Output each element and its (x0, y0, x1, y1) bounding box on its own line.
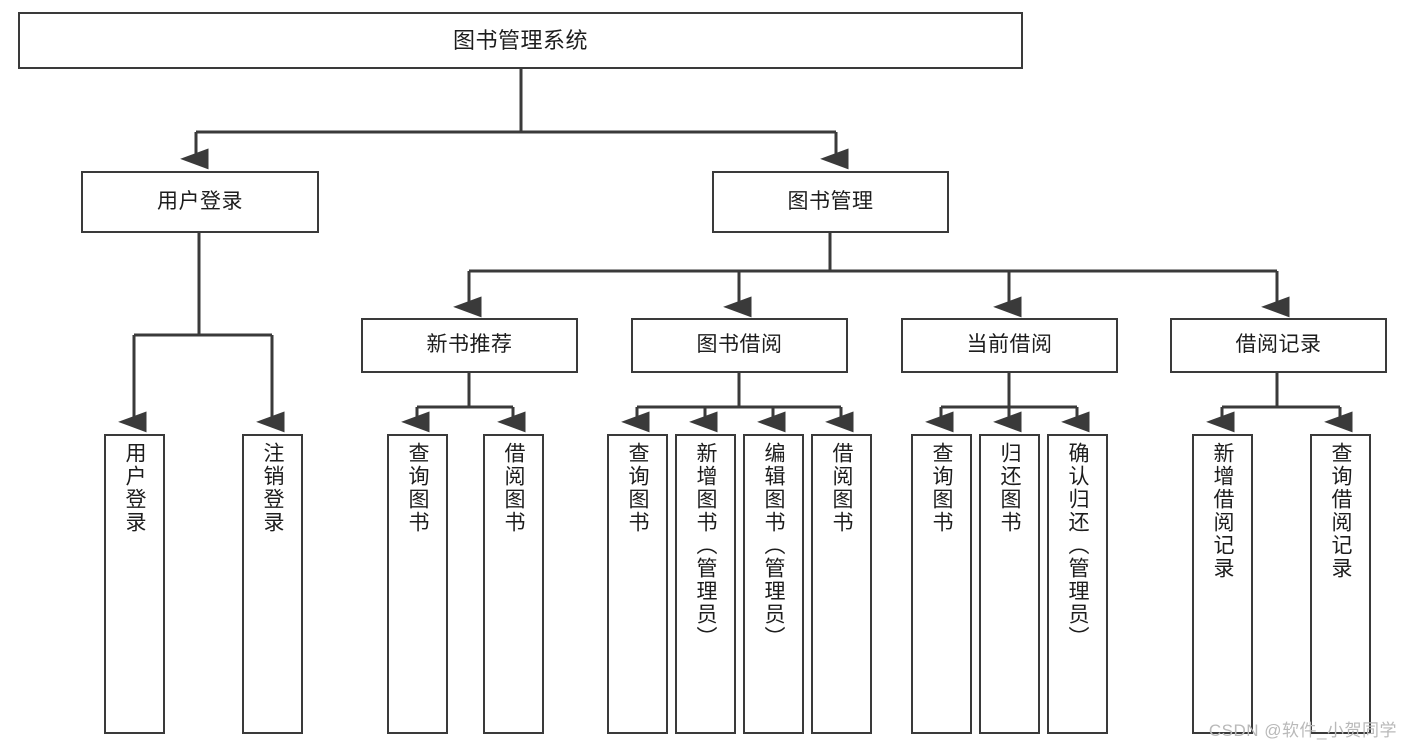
node-leaf-borrow-book-1-label: 借阅图书 (502, 442, 525, 534)
node-leaf-user-login[interactable]: 用户登录 (104, 434, 165, 734)
node-leaf-query-record-label: 查询借阅记录 (1329, 442, 1352, 580)
node-book-borrow[interactable]: 图书借阅 (631, 318, 848, 373)
node-book-borrow-label: 图书借阅 (696, 333, 783, 357)
node-current-borrow-label: 当前借阅 (966, 333, 1053, 357)
node-root-label: 图书管理系统 (452, 27, 588, 53)
node-borrow-record-label: 借阅记录 (1235, 333, 1322, 357)
node-leaf-query-book-2-label: 查询图书 (626, 442, 649, 534)
csdn-watermark: CSDN @软件_小贺同学 (1208, 721, 1397, 740)
node-leaf-edit-book[interactable]: 编辑图书（管理员） (743, 434, 804, 734)
node-leaf-user-login-label: 用户登录 (123, 442, 146, 534)
node-leaf-return-book[interactable]: 归还图书 (979, 434, 1040, 734)
node-leaf-add-book[interactable]: 新增图书（管理员） (675, 434, 736, 734)
node-leaf-user-logout[interactable]: 注销登录 (242, 434, 303, 734)
node-root[interactable]: 图书管理系统 (18, 12, 1023, 69)
node-leaf-query-book-3[interactable]: 查询图书 (911, 434, 972, 734)
node-leaf-add-book-label: 新增图书（管理员） (694, 442, 717, 649)
node-current-borrow[interactable]: 当前借阅 (901, 318, 1118, 373)
node-leaf-borrow-book-2-label: 借阅图书 (830, 442, 853, 534)
node-leaf-query-book-2[interactable]: 查询图书 (607, 434, 668, 734)
node-leaf-user-logout-label: 注销登录 (261, 442, 284, 534)
node-book-manage[interactable]: 图书管理 (712, 171, 949, 233)
node-user-login[interactable]: 用户登录 (81, 171, 319, 233)
node-leaf-edit-book-label: 编辑图书（管理员） (762, 442, 785, 649)
node-book-manage-label: 图书管理 (787, 189, 874, 213)
node-new-book-recommend[interactable]: 新书推荐 (361, 318, 578, 373)
node-user-login-label: 用户登录 (157, 189, 243, 213)
node-leaf-confirm-return[interactable]: 确认归还（管理员） (1047, 434, 1108, 734)
node-leaf-query-record[interactable]: 查询借阅记录 (1310, 434, 1371, 734)
node-leaf-borrow-book-2[interactable]: 借阅图书 (811, 434, 872, 734)
node-leaf-return-book-label: 归还图书 (998, 442, 1021, 534)
node-leaf-query-book-3-label: 查询图书 (930, 442, 953, 534)
node-leaf-query-book-1[interactable]: 查询图书 (387, 434, 448, 734)
node-new-book-recommend-label: 新书推荐 (426, 333, 513, 357)
node-leaf-query-book-1-label: 查询图书 (406, 442, 429, 534)
node-leaf-confirm-return-label: 确认归还（管理员） (1066, 442, 1089, 649)
node-leaf-add-record-label: 新增借阅记录 (1211, 442, 1234, 580)
node-borrow-record[interactable]: 借阅记录 (1170, 318, 1387, 373)
node-leaf-add-record[interactable]: 新增借阅记录 (1192, 434, 1253, 734)
node-leaf-borrow-book-1[interactable]: 借阅图书 (483, 434, 544, 734)
